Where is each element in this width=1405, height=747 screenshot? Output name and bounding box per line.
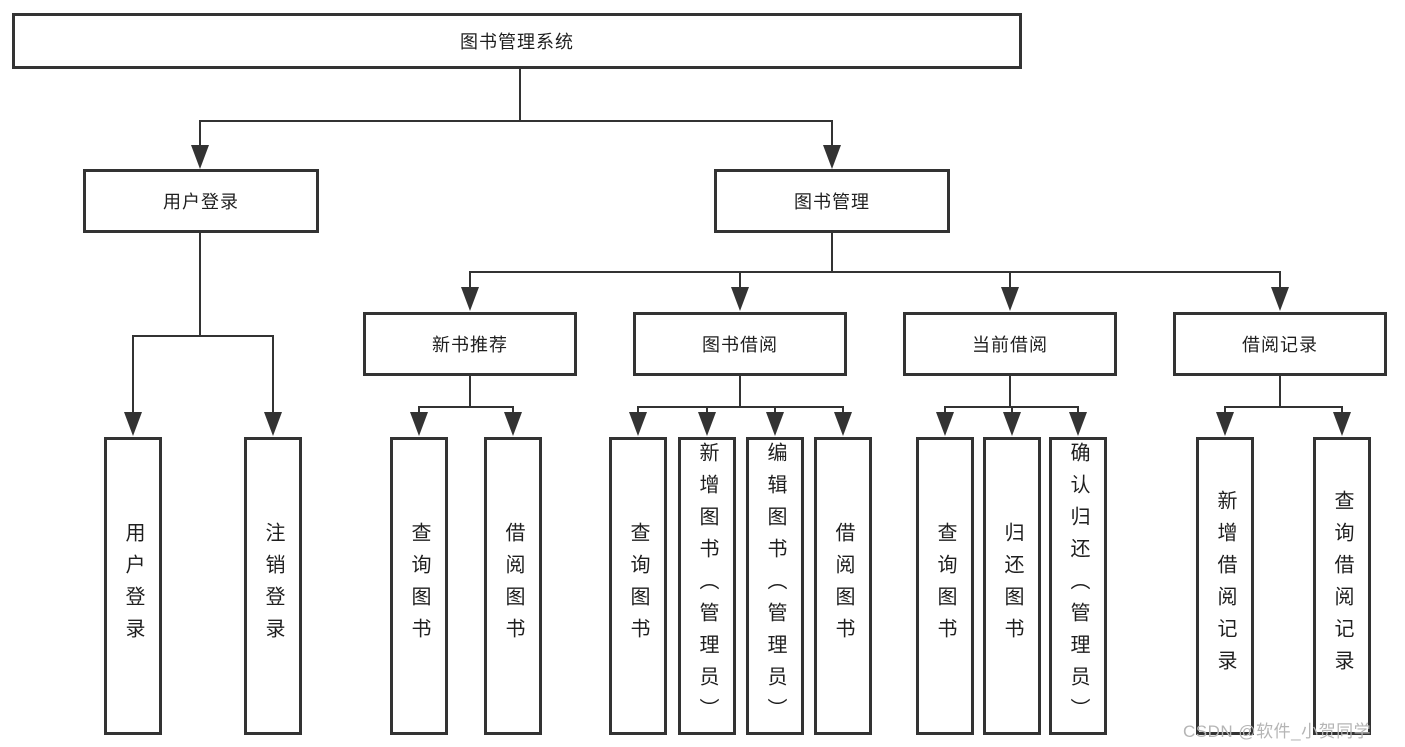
node-borrowing-records-label: 借阅记录 xyxy=(1242,335,1318,355)
node-leaf-user-login-label: 用户登录 xyxy=(122,522,144,650)
node-leaf-br-add-record: 新增借阅记录 xyxy=(1196,437,1254,735)
arrow-to-bb-add xyxy=(698,412,716,436)
node-leaf-bb-edit-books-admin-label: 编辑图书（管理员） xyxy=(764,442,786,730)
node-leaf-bb-borrow-books: 借阅图书 xyxy=(814,437,872,735)
connector-borrow-records-branch xyxy=(1224,406,1343,408)
node-leaf-bb-add-books-admin-label: 新增图书（管理员） xyxy=(696,442,718,730)
node-leaf-bb-add-books-admin: 新增图书（管理员） xyxy=(678,437,736,735)
node-leaf-cb-return-books-label: 归还图书 xyxy=(1001,522,1023,650)
connector-book-management-branch xyxy=(469,271,1281,273)
node-user-login: 用户登录 xyxy=(83,169,319,233)
node-leaf-cb-return-books: 归还图书 xyxy=(983,437,1041,735)
connector-drop-new-book xyxy=(469,271,471,291)
node-leaf-rec-query-books-label: 查询图书 xyxy=(408,522,430,650)
node-book-management-label: 图书管理 xyxy=(794,192,870,212)
node-leaf-cb-confirm-return-admin-label: 确认归还（管理员） xyxy=(1067,442,1089,730)
arrow-to-cb-query xyxy=(936,412,954,436)
connector-user-login-trunk xyxy=(199,233,201,335)
node-leaf-cb-query-books-label: 查询图书 xyxy=(934,522,956,650)
node-leaf-logout-label: 注销登录 xyxy=(262,522,284,650)
arrow-to-current-borrow xyxy=(1001,287,1019,311)
connector-root-branch xyxy=(199,120,833,122)
connector-drop-leaf-logout xyxy=(272,335,274,413)
connector-root-trunk xyxy=(519,69,521,120)
connector-drop-book-borrow xyxy=(739,271,741,291)
node-leaf-bb-borrow-books-label: 借阅图书 xyxy=(832,522,854,650)
connector-new-book-branch xyxy=(418,406,514,408)
node-leaf-bb-edit-books-admin: 编辑图书（管理员） xyxy=(746,437,804,735)
node-new-book-recommendation: 新书推荐 xyxy=(363,312,577,376)
node-leaf-bb-query-books-label: 查询图书 xyxy=(627,522,649,650)
node-borrowing-records: 借阅记录 xyxy=(1173,312,1387,376)
node-leaf-user-login: 用户登录 xyxy=(104,437,162,735)
arrow-to-bb-borrow xyxy=(834,412,852,436)
node-leaf-logout: 注销登录 xyxy=(244,437,302,735)
node-leaf-br-add-record-label: 新增借阅记录 xyxy=(1214,490,1236,682)
connector-drop-cb-return xyxy=(1011,406,1013,416)
connector-book-management-trunk xyxy=(831,233,833,271)
csdn-watermark: CSDN @软件_小贺同学 xyxy=(1183,722,1372,741)
node-leaf-rec-query-books: 查询图书 xyxy=(390,437,448,735)
node-leaf-rec-borrow-books: 借阅图书 xyxy=(484,437,542,735)
connector-drop-book-management xyxy=(831,120,833,148)
arrow-to-bb-edit xyxy=(766,412,784,436)
arrow-to-leaf-login xyxy=(124,412,142,436)
node-leaf-br-query-record-label: 查询借阅记录 xyxy=(1331,490,1353,682)
node-current-borrowing-label: 当前借阅 xyxy=(972,335,1048,355)
node-user-login-label: 用户登录 xyxy=(163,192,239,212)
connector-drop-bb-edit xyxy=(774,406,776,416)
node-leaf-cb-confirm-return-admin: 确认归还（管理员） xyxy=(1049,437,1107,735)
node-leaf-bb-query-books: 查询图书 xyxy=(609,437,667,735)
node-leaf-br-query-record: 查询借阅记录 xyxy=(1313,437,1371,735)
connector-drop-rec-borrow xyxy=(512,406,514,416)
node-leaf-rec-borrow-books-label: 借阅图书 xyxy=(502,522,524,650)
connector-drop-br-add xyxy=(1224,406,1226,416)
connector-drop-bb-borrow xyxy=(842,406,844,416)
arrow-to-br-add xyxy=(1216,412,1234,436)
arrow-to-cb-return xyxy=(1003,412,1021,436)
node-root-label: 图书管理系统 xyxy=(460,32,574,52)
node-root: 图书管理系统 xyxy=(12,13,1022,69)
connector-drop-cb-query xyxy=(944,406,946,416)
arrow-to-book-management xyxy=(823,145,841,169)
arrow-to-book-borrow xyxy=(731,287,749,311)
arrow-to-bb-query xyxy=(629,412,647,436)
arrow-to-borrow-records xyxy=(1271,287,1289,311)
connector-book-borrow-trunk xyxy=(739,376,741,406)
connector-drop-leaf-login xyxy=(132,335,134,413)
node-book-management: 图书管理 xyxy=(714,169,950,233)
connector-drop-bb-query xyxy=(637,406,639,416)
connector-drop-user-login xyxy=(199,120,201,148)
arrow-to-br-query xyxy=(1333,412,1351,436)
connector-current-borrow-trunk xyxy=(1009,376,1011,406)
connector-book-borrow-branch xyxy=(637,406,844,408)
node-leaf-cb-query-books: 查询图书 xyxy=(916,437,974,735)
connector-drop-br-query xyxy=(1341,406,1343,416)
connector-user-login-branch xyxy=(132,335,274,337)
node-new-book-recommendation-label: 新书推荐 xyxy=(432,335,508,355)
arrow-to-rec-borrow xyxy=(504,412,522,436)
connector-borrow-records-trunk xyxy=(1279,376,1281,406)
node-book-borrowing: 图书借阅 xyxy=(633,312,847,376)
arrow-to-new-book xyxy=(461,287,479,311)
connector-drop-rec-query xyxy=(418,406,420,416)
connector-drop-bb-add xyxy=(706,406,708,416)
arrow-to-leaf-logout xyxy=(264,412,282,436)
connector-new-book-trunk xyxy=(469,376,471,406)
node-current-borrowing: 当前借阅 xyxy=(903,312,1117,376)
arrow-to-rec-query xyxy=(410,412,428,436)
connector-drop-current-borrow xyxy=(1009,271,1011,291)
connector-drop-cb-confirm xyxy=(1077,406,1079,416)
arrow-to-user-login xyxy=(191,145,209,169)
arrow-to-cb-confirm xyxy=(1069,412,1087,436)
node-book-borrowing-label: 图书借阅 xyxy=(702,335,778,355)
connector-drop-borrow-records xyxy=(1279,271,1281,291)
